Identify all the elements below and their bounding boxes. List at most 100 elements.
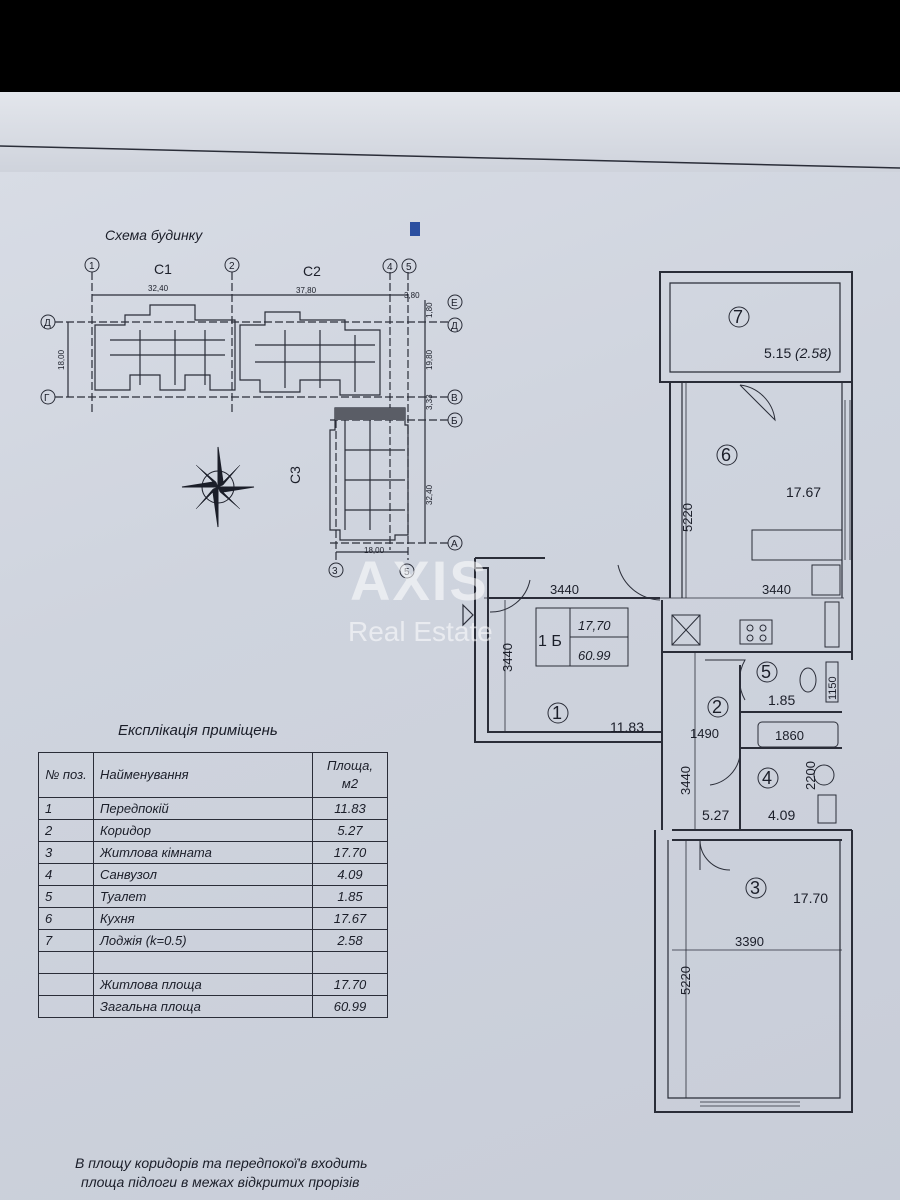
header-area: Площа, м2	[312, 752, 388, 798]
axis-5: 5	[406, 262, 412, 273]
axis-labels: 1 2 4 5 Д Г Е Д В Б А 3 5	[44, 261, 458, 578]
boiler-icon	[817, 794, 837, 824]
scheme-labels: С1 С2 С3 32,40 37,80 3,80 1,80 19,80 18,…	[57, 261, 434, 555]
row-area: 11.83	[312, 797, 388, 820]
table-row-empty	[38, 951, 388, 974]
empty-cell	[312, 951, 388, 974]
row-no: 3	[38, 841, 94, 864]
table-row-living: Житлова площа 17.70	[38, 973, 388, 996]
section-c1: С1	[154, 261, 172, 277]
stove-icon	[739, 619, 773, 645]
total-area-value: 60.99	[312, 995, 388, 1018]
room-area-7: 5.15	[764, 345, 791, 361]
axis-b: Б	[451, 416, 458, 427]
axis-e: Е	[451, 298, 458, 309]
dim-1980: 19,80	[425, 349, 434, 370]
bathtub-icon	[757, 721, 839, 748]
footnote-line-1: В площу коридорів та передпокої'в входит…	[75, 1155, 368, 1171]
row-no: 6	[38, 907, 94, 930]
total-area-label: Загальна площа	[93, 995, 313, 1018]
row-name: Передпокій	[93, 797, 313, 820]
footnote-line-2: площа підлоги в межах відкритих прорізів	[81, 1174, 360, 1190]
dim-1800: 18,00	[57, 349, 66, 370]
row-area: 2.58	[312, 929, 388, 952]
shaft-icon	[671, 614, 701, 646]
axis-d: Д	[44, 318, 51, 329]
table-row: 7 Лоджія (k=0.5) 2.58	[38, 929, 388, 952]
watermark-brand: AXIS	[350, 549, 489, 612]
axis-g: Г	[44, 393, 50, 404]
row-name: Кухня	[93, 907, 313, 930]
dim-hall-height: 3440	[500, 643, 515, 672]
fixtures	[671, 529, 843, 824]
room-numbers	[547, 306, 779, 899]
explication-title: Експлікація приміщень	[118, 722, 278, 739]
room-no-7: 7	[733, 307, 743, 327]
dim-toilet: 1150	[827, 676, 839, 700]
axis-d-right: Д	[451, 321, 458, 332]
axis-4: 4	[387, 262, 393, 273]
bath-sink-icon	[813, 764, 835, 786]
row-no: 7	[38, 929, 94, 952]
apartment-label-box	[535, 607, 629, 667]
table-row-total: Загальна площа 60.99	[38, 995, 388, 1018]
door-swings	[489, 384, 776, 871]
row-name: Житлова кімната	[93, 841, 313, 864]
table-row: 6 Кухня 17.67	[38, 907, 388, 930]
room-area-5: 1.85	[768, 692, 795, 708]
room-area-6: 17.67	[786, 484, 821, 500]
row-no: 5	[38, 885, 94, 908]
row-area: 5.27	[312, 819, 388, 842]
room-no-3: 3	[750, 878, 760, 898]
row-name: Лоджія (k=0.5)	[93, 929, 313, 952]
table-row: 3 Житлова кімната 17.70	[38, 841, 388, 864]
room-area-1: 11.83	[610, 719, 644, 735]
table-row: 2 Коридор 5.27	[38, 819, 388, 842]
dim-corr-height: 3440	[678, 766, 693, 795]
table-row: 5 Туалет 1.85	[38, 885, 388, 908]
dim-bath-width: 1860	[775, 728, 804, 743]
room-area-7-k: (2.58)	[795, 345, 832, 361]
room-area-4: 4.09	[768, 807, 795, 823]
living-area-value: 17.70	[312, 973, 388, 996]
row-no: 4	[38, 863, 94, 886]
empty-cell	[38, 973, 94, 996]
room-no-5: 5	[761, 662, 771, 682]
axis-3: 3	[332, 566, 338, 577]
scheme-title: Схема будинку	[105, 227, 203, 243]
dim-bath-height: 2200	[803, 761, 818, 790]
entrance-arrow-icon	[462, 603, 474, 627]
sink-icon	[811, 564, 841, 596]
axis-markers	[40, 257, 463, 579]
dim-kitchen-height: 5220	[680, 503, 695, 532]
dim-3780: 37,80	[296, 286, 317, 295]
dim-380: 3,80	[404, 291, 420, 300]
frame-line	[0, 145, 900, 169]
axis-1: 1	[89, 261, 95, 272]
room-no-6: 6	[721, 445, 731, 465]
plan-dimensions	[484, 382, 844, 1098]
dim-3240: 32,40	[148, 284, 169, 293]
row-area: 17.70	[312, 841, 388, 864]
empty-cell	[93, 951, 313, 974]
empty-cell	[38, 995, 94, 1018]
dim-top-right: 3440	[762, 582, 791, 597]
explication-table: № поз. Найменування Площа, м2 1 Передпок…	[38, 752, 388, 1018]
row-no: 2	[38, 819, 94, 842]
compass-rose-icon	[181, 446, 255, 528]
blue-ink-mark	[410, 222, 420, 236]
dim-333: 3,33	[425, 394, 434, 410]
empty-cell	[38, 951, 94, 974]
watermark-sub: Real Estate	[348, 616, 493, 647]
dim-bedroom-width: 3390	[735, 934, 764, 949]
toilet-icon	[799, 667, 817, 693]
room-no-4: 4	[762, 768, 772, 788]
header-no: № поз.	[38, 752, 94, 798]
room-area-3: 17.70	[793, 890, 828, 906]
row-name: Санвузол	[93, 863, 313, 886]
footnote: В площу коридорів та передпокої'в входит…	[75, 1154, 368, 1192]
axis-a: А	[451, 539, 458, 550]
axis-2: 2	[229, 261, 235, 272]
section-c2: С2	[303, 263, 321, 279]
